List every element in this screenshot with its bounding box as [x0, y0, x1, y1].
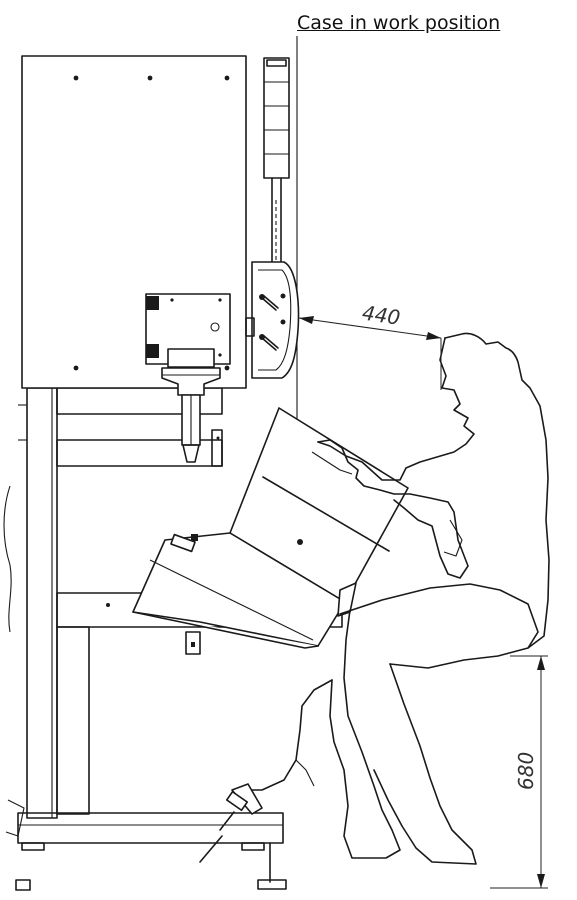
main-cabinet — [21, 55, 247, 389]
left-edge-details — [3, 485, 31, 891]
signal-tower — [263, 57, 290, 263]
figure-title: Case in work position — [297, 12, 501, 34]
operator-silhouette — [199, 332, 550, 865]
dimension-440-label: 440 — [361, 301, 402, 330]
tool-holder — [161, 348, 223, 467]
dimension-680: 680 — [490, 655, 548, 889]
pivot-arm — [245, 261, 300, 379]
dimension-440: 440 — [298, 301, 442, 390]
tilted-case — [132, 407, 409, 649]
dimension-680-label: 680 — [514, 752, 538, 790]
